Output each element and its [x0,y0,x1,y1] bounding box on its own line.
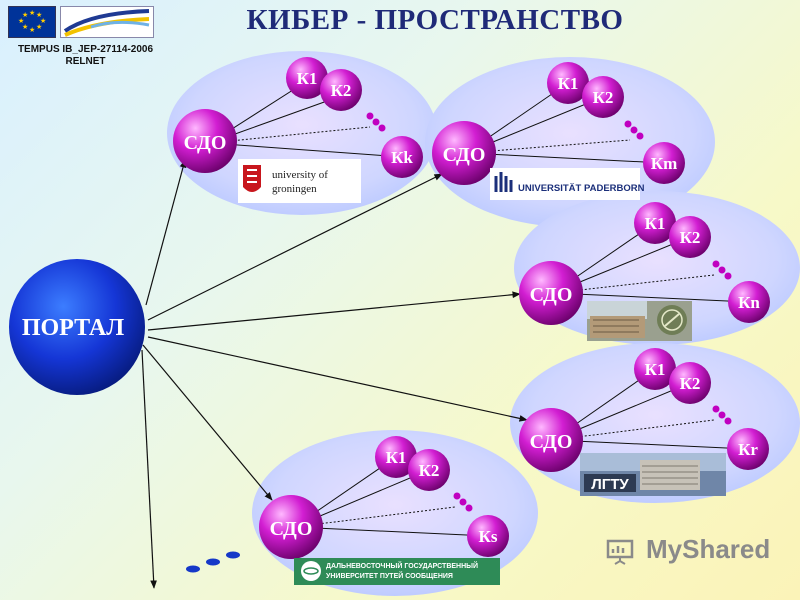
presentation-icon [606,539,634,565]
k-last-label: Кr [738,440,758,459]
k1-label: К1 [558,74,579,93]
groningen-line2: groningen [272,183,317,195]
k-last-label: Кm [651,154,678,173]
arrow-to-dvgups [143,345,272,500]
arrow-to-third [148,294,520,330]
k1-label: К1 [297,69,318,88]
sdo-label: СДО [530,431,573,453]
k-last-label: Кn [738,293,760,312]
tempus-logo-icon [60,6,154,38]
k-last-label: Кs [479,527,498,546]
k1-label: К1 [645,360,666,379]
arrow-down [142,350,154,588]
arrow-to-groningen [146,160,185,305]
k2-label: К2 [419,461,440,480]
lgtu-logo: ЛГТУ [580,453,726,496]
sdo-label: СДО [270,518,313,540]
sdo-label: СДО [184,132,227,154]
watermark-text: MyShared [646,534,770,565]
sdo-label: СДО [530,284,573,306]
k1-label: К1 [386,448,407,467]
arrow-to-lgtu [148,337,527,420]
lgtu-text: ЛГТУ [591,476,629,493]
k2-label: К2 [680,374,701,393]
portal-label: ПОРТАЛ [22,315,124,341]
project-line2: RELNET [8,56,163,68]
more-ellipsis [186,552,240,573]
paderborn-text: UNIVERSITÄT PADERBORN [518,183,645,194]
dvgups-line1: ДАЛЬНЕВОСТОЧНЫЙ ГОСУДАРСТВЕННЫЙ [326,561,478,570]
third-logo-photo [587,301,692,341]
eu-flag-icon: ★ ★ ★ ★ ★ ★ ★ ★ [8,6,56,38]
k1-label: К1 [645,214,666,233]
k2-label: К2 [593,88,614,107]
paderborn-logo: UNIVERSITÄT PADERBORN [490,168,645,200]
project-line1: TEMPUS IB_JEP-27114-2006 [8,44,163,56]
groningen-logo: university of groningen [238,159,361,203]
k2-label: К2 [331,81,352,100]
dvgups-line2: УНИВЕРСИТЕТ ПУТЕЙ СООБЩЕНИЯ [326,571,453,580]
k2-label: К2 [680,228,701,247]
sdo-label: СДО [443,144,486,166]
groningen-line1: university of [272,169,328,181]
dvgups-logo: ДАЛЬНЕВОСТОЧНЫЙ ГОСУДАРСТВЕННЫЙ УНИВЕРСИ… [294,558,500,585]
page-title: КИБЕР - ПРОСТРАНСТВО [200,4,670,37]
k-last-label: Кk [391,148,413,167]
portal: ПОРТАЛ [9,259,145,395]
project-caption: TEMPUS IB_JEP-27114-2006 RELNET [8,44,163,68]
